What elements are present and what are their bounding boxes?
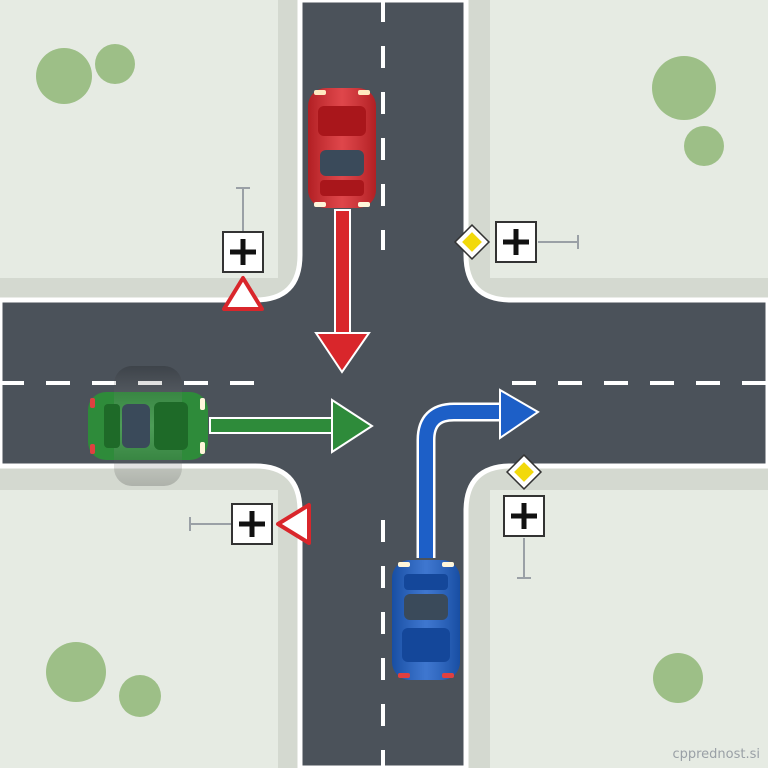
tree xyxy=(46,642,106,702)
red-path-arrow xyxy=(314,209,371,374)
tree xyxy=(653,653,703,703)
red-car xyxy=(308,88,376,208)
sw-junction-sign xyxy=(231,503,273,545)
nw-sign-post xyxy=(236,187,250,232)
nw-junction-sign xyxy=(222,231,264,273)
nw-yield-sign xyxy=(222,276,264,311)
ne-priority-sign xyxy=(453,223,491,261)
tree xyxy=(119,675,161,717)
se-junction-sign xyxy=(503,495,545,537)
sw-yield-sign xyxy=(276,503,311,545)
ne-junction-sign xyxy=(495,221,537,263)
trees xyxy=(36,44,724,717)
tree xyxy=(36,48,92,104)
blue-path-arrow xyxy=(416,388,540,558)
sw-sign-post xyxy=(189,517,232,531)
blue-car xyxy=(392,560,460,680)
green-car xyxy=(88,366,208,486)
tree xyxy=(684,126,724,166)
se-sign-post xyxy=(517,538,531,579)
tree xyxy=(95,44,135,84)
se-priority-sign xyxy=(505,453,543,491)
green-path-arrow xyxy=(209,398,374,454)
watermark: cpprednost.si xyxy=(672,747,760,762)
ne-sign-post xyxy=(538,235,579,249)
tree xyxy=(652,56,716,120)
